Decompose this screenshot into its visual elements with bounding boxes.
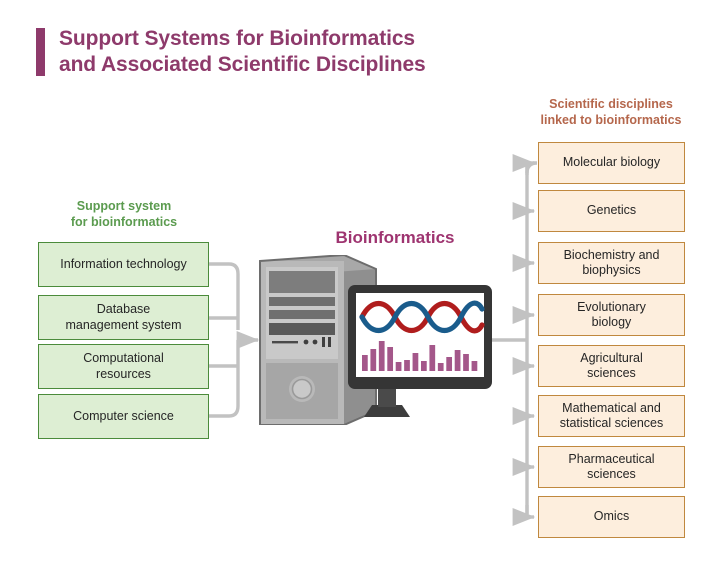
discipline-item-mathematical-and-statistical-sciences[interactable]: Mathematical and statistical sciences bbox=[538, 395, 685, 437]
discipline-item-agricultural-sciences[interactable]: Agricultural sciences bbox=[538, 345, 685, 387]
bar-chart-bar bbox=[412, 353, 419, 371]
bar-chart-bar bbox=[404, 360, 410, 371]
discipline-item-pharmaceutical-sciences[interactable]: Pharmaceutical sciences bbox=[538, 446, 685, 488]
support-item-computational-resources[interactable]: Computational resources bbox=[38, 344, 209, 389]
support-item-database-management-system[interactable]: Database management system bbox=[38, 295, 209, 340]
monitor-icon bbox=[348, 285, 492, 417]
discipline-item-evolutionary-biology[interactable]: Evolutionary biology bbox=[538, 294, 685, 336]
bar-chart-bar bbox=[429, 345, 436, 371]
computer-illustration bbox=[259, 255, 492, 425]
bar-chart-bar bbox=[395, 362, 402, 371]
support-section-heading: Support system for bioinformatics bbox=[70, 199, 178, 230]
discipline-item-genetics[interactable]: Genetics bbox=[538, 190, 685, 232]
bar-chart-bar bbox=[378, 341, 385, 371]
bar-chart-icon bbox=[362, 341, 478, 371]
page-title: Support Systems for Bioinformatics and A… bbox=[36, 26, 426, 78]
disciplines-section-heading: Scientific disciplines linked to bioinfo… bbox=[540, 97, 682, 128]
bar-chart-bar bbox=[387, 347, 394, 371]
support-item-computer-science[interactable]: Computer science bbox=[38, 394, 209, 439]
discipline-item-omics[interactable]: Omics bbox=[538, 496, 685, 538]
bar-chart-bar bbox=[446, 357, 453, 371]
discipline-item-biochemistry-and-biophysics[interactable]: Biochemistry and biophysics bbox=[538, 242, 685, 284]
bar-chart-bar bbox=[421, 361, 427, 371]
bar-chart-bar bbox=[471, 361, 478, 371]
center-label: Bioinformatics bbox=[335, 228, 455, 247]
support-item-information-technology[interactable]: Information technology bbox=[38, 242, 209, 287]
bar-chart-bar bbox=[362, 355, 368, 371]
dna-helix-icon bbox=[359, 300, 485, 334]
bar-chart-bar bbox=[437, 363, 444, 371]
bar-chart-bar bbox=[454, 350, 461, 371]
title-text: Support Systems for Bioinformatics and A… bbox=[59, 27, 426, 77]
title-accent-bar bbox=[36, 28, 45, 76]
bar-chart-bar bbox=[463, 354, 469, 371]
bar-chart-bar bbox=[370, 349, 377, 371]
discipline-item-molecular-biology[interactable]: Molecular biology bbox=[538, 142, 685, 184]
